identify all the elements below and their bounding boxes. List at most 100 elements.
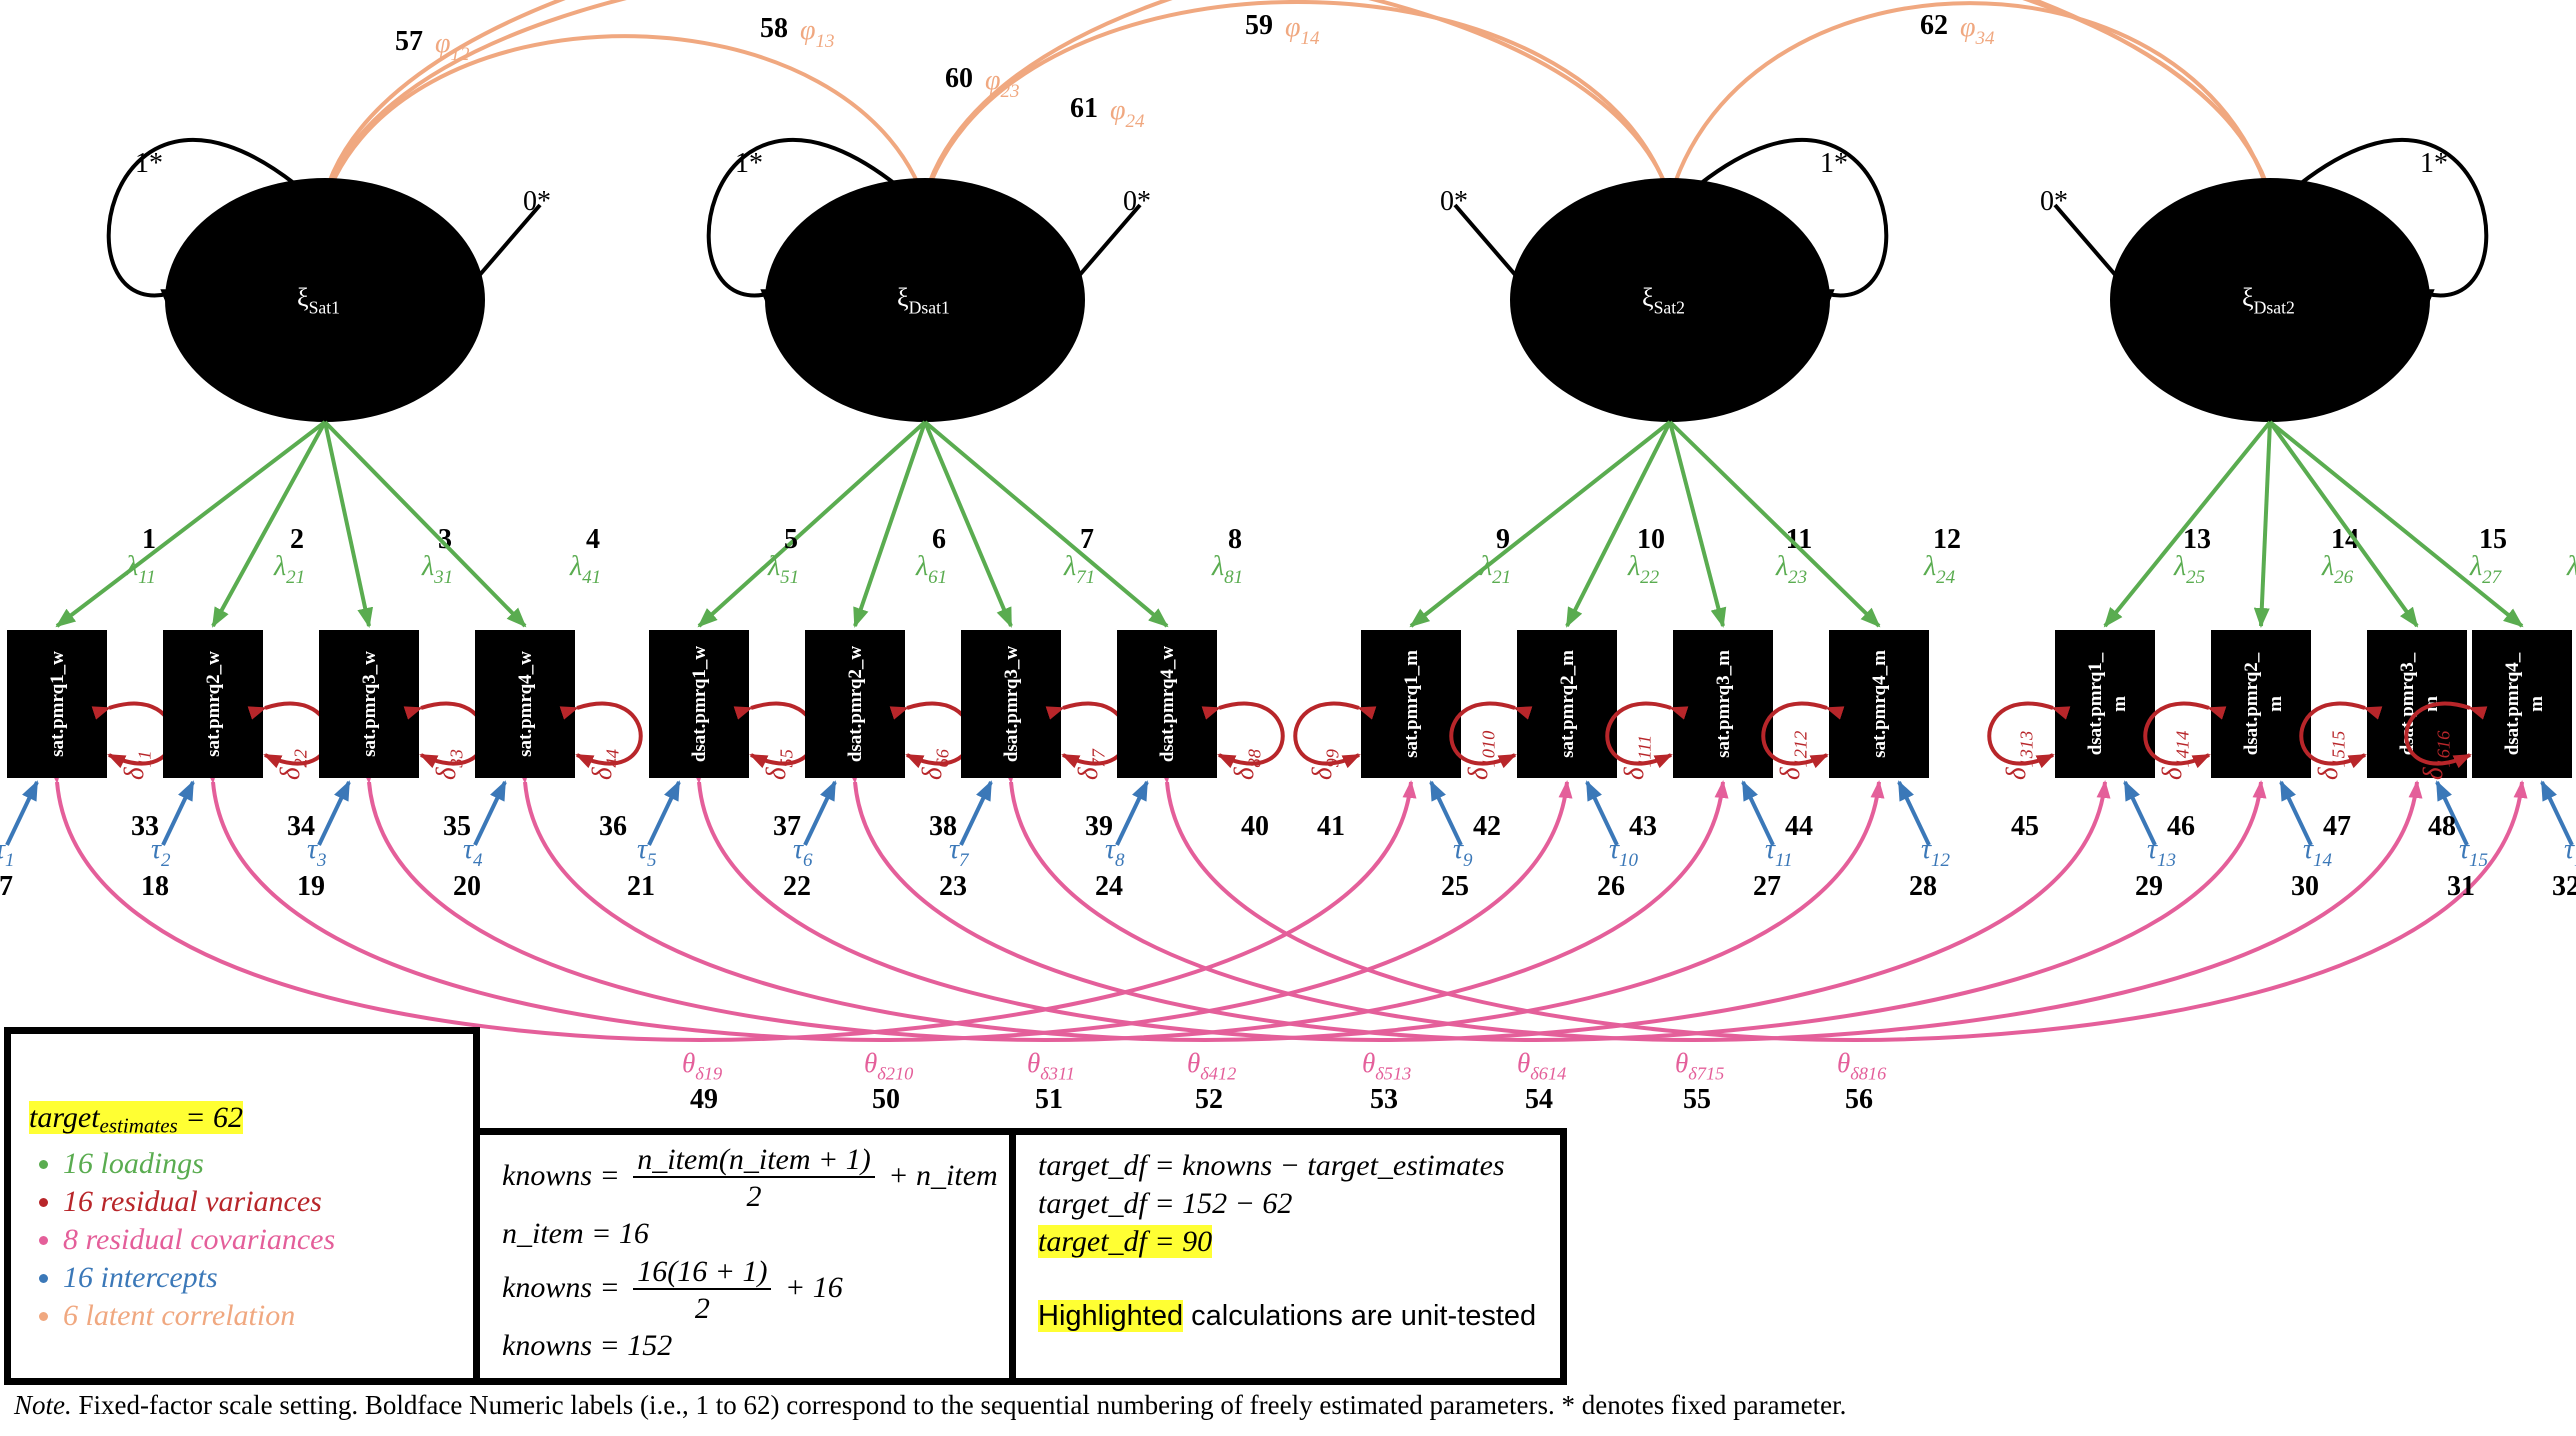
- residual-variance-label: δ1212: [1775, 731, 1811, 780]
- loading-arrow: [2268, 420, 2419, 628]
- intercept-arrow: [2279, 780, 2313, 846]
- latent-correlation-arrow: [909, 0, 1679, 236]
- fraction-numerator: n_item(n_item + 1): [633, 1143, 875, 1178]
- residual-variance-loop: [2299, 701, 2383, 769]
- intercept-arrow: [803, 780, 837, 846]
- intercept-label: τ10: [1609, 834, 1639, 871]
- knowns-var-2: knowns: [502, 1270, 592, 1304]
- residual-variance-loop: [2143, 701, 2227, 769]
- variance-label: 1*: [735, 148, 763, 179]
- parameter-number: 33: [131, 811, 159, 842]
- residual-variance-label: δ1111: [1619, 735, 1655, 780]
- residual-covariance-label: θδ311: [1027, 1048, 1075, 1084]
- parameter-number: 27: [1753, 871, 1781, 902]
- loading-arrow: [1565, 421, 1672, 628]
- parameter-number: 4: [586, 524, 600, 555]
- indicator-box: [805, 630, 905, 778]
- loading-label: λ27: [2469, 551, 2503, 588]
- loading-arrow: [323, 420, 527, 628]
- indicator-box: [1517, 630, 1617, 778]
- parameter-number: 5: [784, 524, 798, 555]
- parameter-number: 2: [290, 524, 304, 555]
- intercept-label: τ2: [151, 834, 171, 871]
- knowns-formula: knowns = n_item(n_item + 1)2 + n_item: [502, 1143, 999, 1213]
- intercept-label: τ9: [1453, 834, 1473, 871]
- indicator-box: [319, 630, 419, 778]
- parameter-number: 41: [1317, 811, 1345, 842]
- loading-arrow: [1668, 420, 1881, 628]
- residual-variance-loop: [1987, 701, 2071, 769]
- parameter-number: 42: [1473, 811, 1501, 842]
- parameter-number: 36: [599, 811, 627, 842]
- residual-variance-loop: [1761, 701, 1845, 769]
- parameter-number: 34: [287, 811, 315, 842]
- factor-label: ξSat2: [1642, 283, 1685, 317]
- loading-label: λ61: [915, 551, 947, 588]
- residual-variance-label: δ22: [275, 749, 311, 780]
- factor-label: ξSat1: [297, 283, 340, 317]
- knowns-substituted: knowns = 16(16 + 1)2 + 16: [502, 1255, 999, 1325]
- residual-covariance-arrow: [1002, 765, 2423, 1043]
- parameter-number: 50: [872, 1084, 900, 1115]
- mean-arrow: [1453, 203, 1532, 294]
- parameter-number: 62: [1920, 10, 1948, 41]
- residual-variance-loop: [559, 701, 643, 769]
- intercept-label: τ8: [1105, 834, 1125, 871]
- loading-arrow: [923, 421, 1013, 628]
- variance-label: 1*: [2420, 148, 2448, 179]
- indicator-box: [1361, 630, 1461, 778]
- variance-loop-arrow: [706, 138, 897, 305]
- intercept-arrow: [1741, 780, 1775, 846]
- note-text: Fixed-factor scale setting. Boldface Num…: [71, 1390, 1847, 1420]
- indicator-label: sat.pmrq1_w: [47, 651, 68, 757]
- parameter-list: 16 loadings16 residual variances8 residu…: [29, 1145, 459, 1335]
- parameter-number: 20: [453, 871, 481, 902]
- indicator-box: [163, 630, 263, 778]
- residual-variance-label: δ99: [1307, 749, 1343, 780]
- parameter-number: 18: [141, 871, 169, 902]
- parameter-number: 12: [1933, 524, 1961, 555]
- unit-test-text: calculations are unit-tested: [1183, 1300, 1537, 1332]
- residual-covariance-arrow: [690, 765, 2111, 1043]
- indicator-box: [649, 630, 749, 778]
- parameter-number: 45: [2011, 811, 2039, 842]
- knowns-var: knowns: [502, 1158, 592, 1192]
- latent-factor: [165, 178, 485, 422]
- loading-label: λ31: [421, 551, 453, 588]
- summary-box: targetestimates = 62 16 loadings16 resid…: [4, 1027, 480, 1385]
- intercept-arrow: [1585, 780, 1619, 846]
- intercept-arrow: [5, 780, 39, 846]
- latent-factor: [1510, 178, 1830, 422]
- parameter-number: 8: [1228, 524, 1242, 555]
- residual-variance-loop: [1605, 701, 1689, 769]
- latent-correlation-arrow: [310, 0, 1680, 235]
- parameter-number: 38: [929, 811, 957, 842]
- df-result-line: target_df = 90: [1038, 1223, 1550, 1261]
- parameter-number: 39: [1085, 811, 1113, 842]
- loading-label: λ41: [569, 551, 601, 588]
- parameter-number: 26: [1597, 871, 1625, 902]
- parameter-number: 31: [2447, 871, 2475, 902]
- mean-arrow: [463, 203, 542, 294]
- note-label: Note.: [14, 1390, 72, 1420]
- parameter-number: 23: [939, 871, 967, 902]
- loading-arrow: [1409, 420, 1672, 628]
- parameter-number: 53: [1370, 1084, 1398, 1115]
- loading-arrow: [853, 421, 927, 628]
- intercept-label: τ1: [0, 834, 15, 871]
- residual-variance-label: δ55: [761, 749, 797, 780]
- intercept-label: τ14: [2303, 834, 2333, 871]
- indicator-label: dsat.pmrq4_m: [2502, 652, 2547, 755]
- residual-variance-loop: [2404, 701, 2488, 769]
- parameter-list-item: 6 latent correlation: [63, 1297, 459, 1335]
- intercept-label: τ16: [2564, 834, 2576, 871]
- residual-covariance-arrow: [516, 765, 1885, 1043]
- intercept-arrow: [647, 780, 681, 846]
- mean-label: 0*: [2040, 186, 2068, 217]
- equals-sign: =: [599, 1158, 620, 1192]
- loading-label: λ21: [273, 551, 305, 588]
- parameter-number: 13: [2183, 524, 2211, 555]
- indicator-label: dsat.pmrq2_m: [2241, 652, 2286, 755]
- loading-arrow: [2103, 420, 2272, 628]
- parameter-number: 6: [932, 524, 946, 555]
